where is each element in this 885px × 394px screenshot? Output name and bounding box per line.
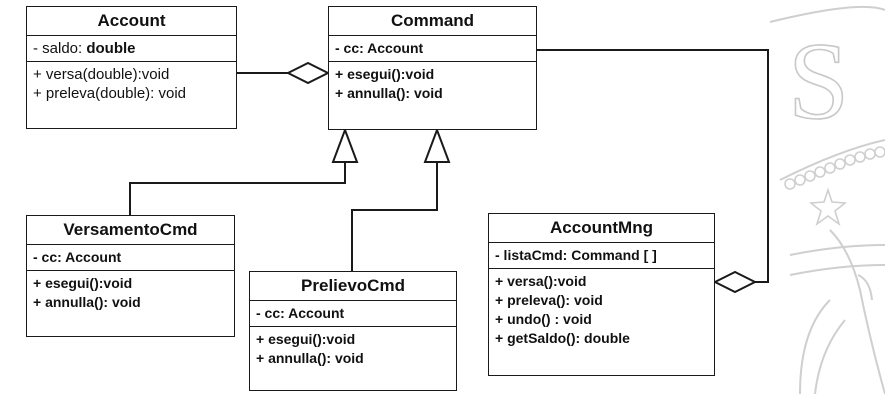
class-account-attributes: - saldo: double <box>27 36 236 62</box>
attribute: - listaCmd: Command [ ] <box>495 247 657 263</box>
class-command: Command - cc: Account + esegui():void + … <box>328 6 537 130</box>
operation: + esegui():void <box>256 331 356 347</box>
class-command-attributes: - cc: Account <box>329 36 536 62</box>
class-accountmng: AccountMng - listaCmd: Command [ ] + ver… <box>488 213 715 376</box>
class-accountmng-attributes: - listaCmd: Command [ ] <box>489 243 714 269</box>
aggregation-line-accountmng-command <box>536 49 769 283</box>
generalization-triangle-versamento <box>331 127 359 163</box>
operation: + annulla(): void <box>256 350 364 366</box>
attribute: - cc: Account <box>33 249 122 265</box>
class-prelievocmd-attributes: - cc: Account <box>250 301 456 327</box>
attribute: - cc: Account <box>256 305 345 321</box>
class-account-name: Account <box>27 7 236 36</box>
class-versamentocmd: VersamentoCmd - cc: Account + esegui():v… <box>26 215 235 337</box>
watermark-letter: S <box>788 20 849 142</box>
operation: + annulla(): void <box>33 294 141 310</box>
class-versamentocmd-name: VersamentoCmd <box>27 216 234 245</box>
class-account: Account - saldo: double + versa(double):… <box>26 6 237 129</box>
attribute-saldo-name: - saldo: <box>33 40 87 57</box>
class-command-operations: + esegui():void + annulla(): void <box>329 62 536 106</box>
class-accountmng-operations: + versa():void + preleva(): void + undo(… <box>489 269 714 351</box>
aggregation-diamond-command <box>285 61 331 85</box>
operation: + esegui():void <box>335 66 435 82</box>
class-prelievocmd: PrelievoCmd - cc: Account + esegui():voi… <box>249 271 457 391</box>
class-accountmng-name: AccountMng <box>489 214 714 243</box>
operation: + preleva(): void <box>495 292 603 308</box>
attribute-saldo-type: double <box>86 40 136 57</box>
operation: + versa():void <box>495 273 587 289</box>
class-versamentocmd-attributes: - cc: Account <box>27 245 234 271</box>
aggregation-diamond-accountmng <box>712 270 758 294</box>
class-prelievocmd-name: PrelievoCmd <box>250 272 456 301</box>
operation: + versa(double):void <box>33 66 170 83</box>
operation: + undo() : void <box>495 311 592 327</box>
operation: + preleva(double): void <box>33 85 187 102</box>
class-account-operations: + versa(double):void + preleva(double): … <box>27 62 236 106</box>
attribute-saldo: - saldo: double <box>33 39 230 58</box>
generalization-triangle-prelievo <box>423 127 451 163</box>
star-icon <box>808 187 848 227</box>
class-command-name: Command <box>329 7 536 36</box>
attribute: - cc: Account <box>335 40 424 56</box>
generalization-line-versamento <box>129 162 346 215</box>
operation: + annulla(): void <box>335 85 443 101</box>
class-prelievocmd-operations: + esegui():void + annulla(): void <box>250 327 456 371</box>
operation: + esegui():void <box>33 275 133 291</box>
class-versamentocmd-operations: + esegui():void + annulla(): void <box>27 271 234 315</box>
operation: + getSaldo(): double <box>495 330 630 346</box>
generalization-line-prelievo <box>351 162 438 271</box>
